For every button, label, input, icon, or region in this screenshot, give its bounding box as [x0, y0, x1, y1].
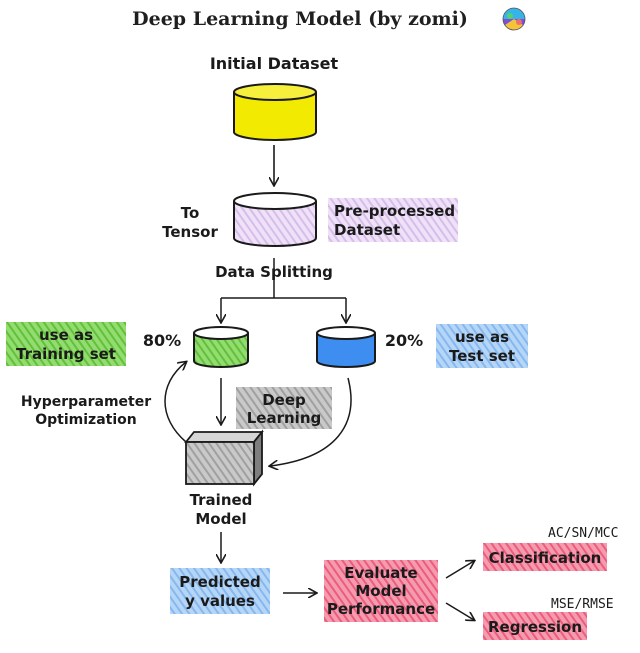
- regression-highlight: [483, 612, 587, 640]
- test-label-line2: Test set: [449, 347, 515, 365]
- initial-dataset-label: Initial Dataset: [210, 54, 339, 73]
- regression-metrics: MSE/RMSE: [551, 597, 614, 612]
- evaluate-label-line2: Model: [355, 582, 406, 600]
- evaluate-label-line1: Evaluate: [344, 564, 417, 582]
- arrow-evaluate-to-regression: [445, 602, 474, 620]
- arrow-evaluate-to-classification: [445, 561, 474, 579]
- preprocessed-label-line2: Dataset: [334, 221, 400, 239]
- preprocessed-label-line1: Pre-processed: [334, 202, 455, 220]
- classification-label: Classification: [489, 549, 602, 567]
- deep-learning-highlight: [236, 387, 332, 429]
- regression-label: Regression: [488, 618, 582, 636]
- to-tensor-label-line2: Tensor: [162, 223, 218, 241]
- test-set-cylinder: [316, 326, 376, 368]
- test-label-line1: use as: [455, 328, 509, 346]
- predicted-values-highlight: [170, 568, 270, 614]
- classification-metrics: AC/SN/MCC: [548, 526, 618, 541]
- evaluate-highlight: [324, 560, 438, 622]
- classification-highlight: [483, 543, 607, 571]
- diagram-title: Deep Learning Model (by zomi): [132, 8, 468, 30]
- to-tensor-label-line1: To: [181, 204, 200, 222]
- training-percentage: 80%: [143, 331, 181, 350]
- training-label-line1: use as: [39, 326, 93, 344]
- training-set-cylinder: [193, 326, 249, 368]
- training-set-highlight: [6, 322, 126, 366]
- hyperparameter-label-line2: Optimization: [35, 412, 136, 428]
- trained-model-label-line1: Trained: [190, 491, 253, 509]
- predicted-label-line2: y values: [185, 592, 255, 610]
- deep-learning-label-line1: Deep: [262, 391, 306, 409]
- preprocessed-dataset-highlight: [328, 198, 458, 242]
- predicted-label-line1: Predicted: [179, 573, 260, 591]
- test-percentage: 20%: [385, 331, 423, 350]
- arrow-test-to-model: [270, 377, 352, 466]
- trained-model-label-line2: Model: [195, 510, 246, 528]
- test-set-highlight: [436, 324, 528, 368]
- arrow-hyperparameter-loop: [164, 362, 186, 443]
- deep-learning-label-line2: Learning: [247, 409, 322, 427]
- colorful-globe-logo-icon: [502, 7, 526, 31]
- initial-dataset-cylinder: [233, 83, 317, 141]
- hyperparameter-label-line1: Hyperparameter: [21, 394, 151, 410]
- trained-model-cube: [184, 429, 264, 487]
- training-label-line2: Training set: [16, 345, 116, 363]
- evaluate-label-line3: Performance: [327, 600, 435, 618]
- preprocessed-dataset-cylinder: [233, 192, 317, 247]
